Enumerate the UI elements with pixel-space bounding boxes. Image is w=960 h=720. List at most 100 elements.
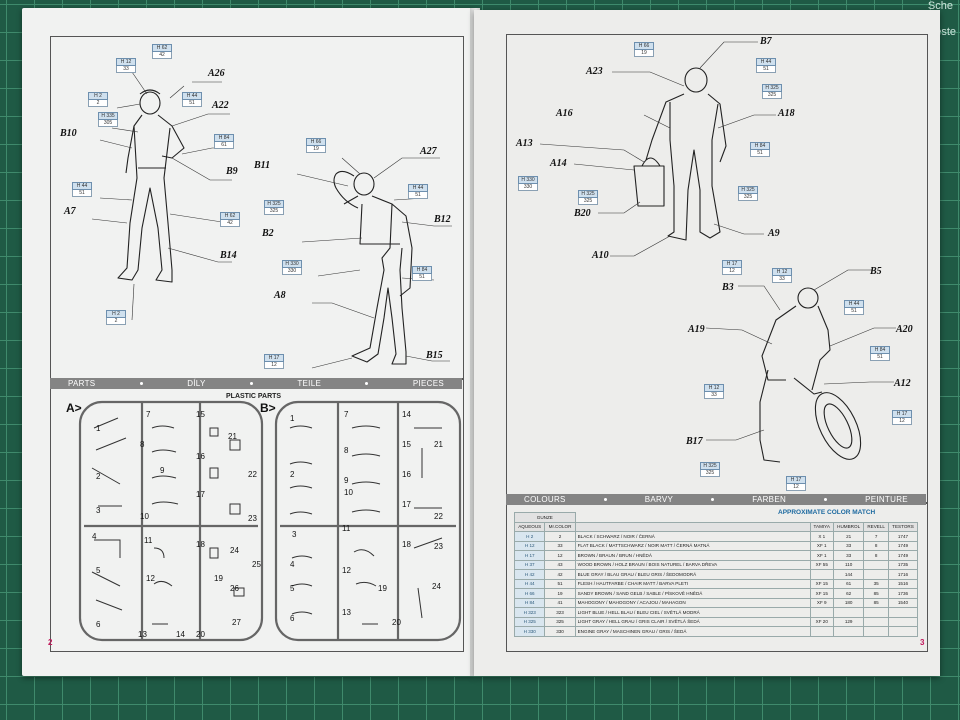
plastic-parts-title: PLASTIC PARTS [226, 393, 282, 400]
band-dot [139, 382, 143, 385]
chip-number: 42 [220, 220, 240, 227]
chip-code: H 44 [408, 184, 428, 192]
chip-number: 33 [116, 66, 136, 73]
color-cell: H 17 [513, 550, 546, 561]
part-label: B17 [686, 436, 703, 447]
colours-band: COLOURS BARVY FARBEN PEINTURE [506, 494, 926, 505]
color-cell [809, 569, 834, 580]
color-cell: 33 [832, 540, 865, 551]
color-cell [863, 569, 889, 580]
color-cell: 8 [863, 540, 889, 551]
part-label: A23 [586, 66, 603, 77]
color-cell: XF 15 [809, 578, 834, 589]
band-label: BARVY [644, 495, 674, 504]
color-cell: 61 [832, 578, 865, 589]
part-label: B9 [226, 166, 238, 177]
sprue-part-number: 4 [92, 532, 97, 541]
color-cell: 1749 [887, 540, 919, 551]
sprue-part-number: 24 [230, 546, 239, 555]
color-cell: XF 1 [809, 550, 834, 561]
chip-number: 2 [88, 100, 108, 107]
sprue-part-number: 5 [96, 566, 101, 575]
sprue-part-number: 15 [196, 410, 205, 419]
chip-number: 325 [762, 92, 782, 99]
sprue-part-number: 18 [402, 540, 411, 549]
band-dot [824, 498, 828, 501]
color-match-title: APPROXIMATE COLOR MATCH [778, 509, 876, 516]
sprue-part-number: 14 [176, 630, 185, 639]
page-number: 2 [48, 638, 53, 647]
color-cell [863, 616, 889, 627]
col-header: Mr.COLOR [544, 521, 576, 532]
chip-number: 51 [182, 100, 202, 107]
color-cell: ENGINE GRAY / MASCHINEN GRAU / GRIS / ŠE… [574, 626, 811, 637]
part-label: B20 [574, 208, 591, 219]
color-cell: 7 [863, 531, 889, 542]
part-label: A10 [592, 250, 609, 261]
chip-code: H 62 [220, 212, 240, 220]
sprue-part-number: 12 [146, 574, 155, 583]
chip-code: H 66 [306, 138, 326, 146]
color-cell: 323 [544, 607, 576, 618]
color-cell: 1749 [887, 550, 919, 561]
part-label: A16 [556, 108, 573, 119]
chip-code: H 2 [106, 310, 126, 318]
sprue-part-number: 4 [290, 560, 295, 569]
band-dot [249, 382, 253, 385]
sprue-part-number: 16 [402, 470, 411, 479]
part-label: A19 [688, 324, 705, 335]
chip-code: H 325 [264, 200, 284, 208]
chip-code: H 12 [704, 384, 724, 392]
sprue-part-number: 7 [344, 410, 349, 419]
sprue-part-number: 6 [290, 614, 295, 623]
sprue-part-number: 10 [140, 512, 149, 521]
col-header: HUMBROL [832, 521, 865, 532]
figure-illustrations-left [91, 71, 452, 369]
sprue-part-number: 7 [146, 410, 151, 419]
col-header: AQUEOUS [513, 521, 546, 532]
sprue-part-number: 12 [342, 566, 351, 575]
color-cell [863, 607, 889, 618]
band-label: TEILE [297, 379, 322, 388]
color-cell: 42 [544, 569, 576, 580]
band-label: DÍLY [187, 379, 206, 388]
color-cell: BLACK / SCHWARZ / NOIR / ČERNÁ [574, 531, 811, 542]
sprue-part-number: 6 [96, 620, 101, 629]
sprue-part-number: 11 [342, 524, 351, 533]
color-cell: 180 [832, 597, 865, 608]
color-cell: XF 9 [809, 597, 834, 608]
sprue-part-number: 27 [232, 618, 241, 627]
color-cell: 33 [832, 550, 865, 561]
sprue-part-number: 21 [434, 440, 443, 449]
part-label: B10 [60, 128, 77, 139]
color-cell: WOOD BROWN / HOLZ BRAUN / BOIS NATUREL /… [574, 559, 811, 570]
chip-number: 51 [870, 354, 890, 361]
chip-number: 12 [264, 362, 284, 369]
chip-code: H 325 [578, 190, 598, 198]
chip-code: H 84 [214, 134, 234, 142]
chip-number: 19 [634, 50, 654, 57]
chip-number: 33 [772, 276, 792, 283]
part-label: A7 [64, 206, 76, 217]
color-cell: X 1 [809, 531, 834, 542]
chip-code: H 84 [412, 266, 432, 274]
col-header: TESTORS [887, 521, 919, 532]
chip-code: H 44 [844, 300, 864, 308]
chip-number: 51 [756, 66, 776, 73]
chip-number: 305 [98, 120, 118, 127]
col-header [574, 521, 811, 532]
sprue-part-number: 20 [196, 630, 205, 639]
